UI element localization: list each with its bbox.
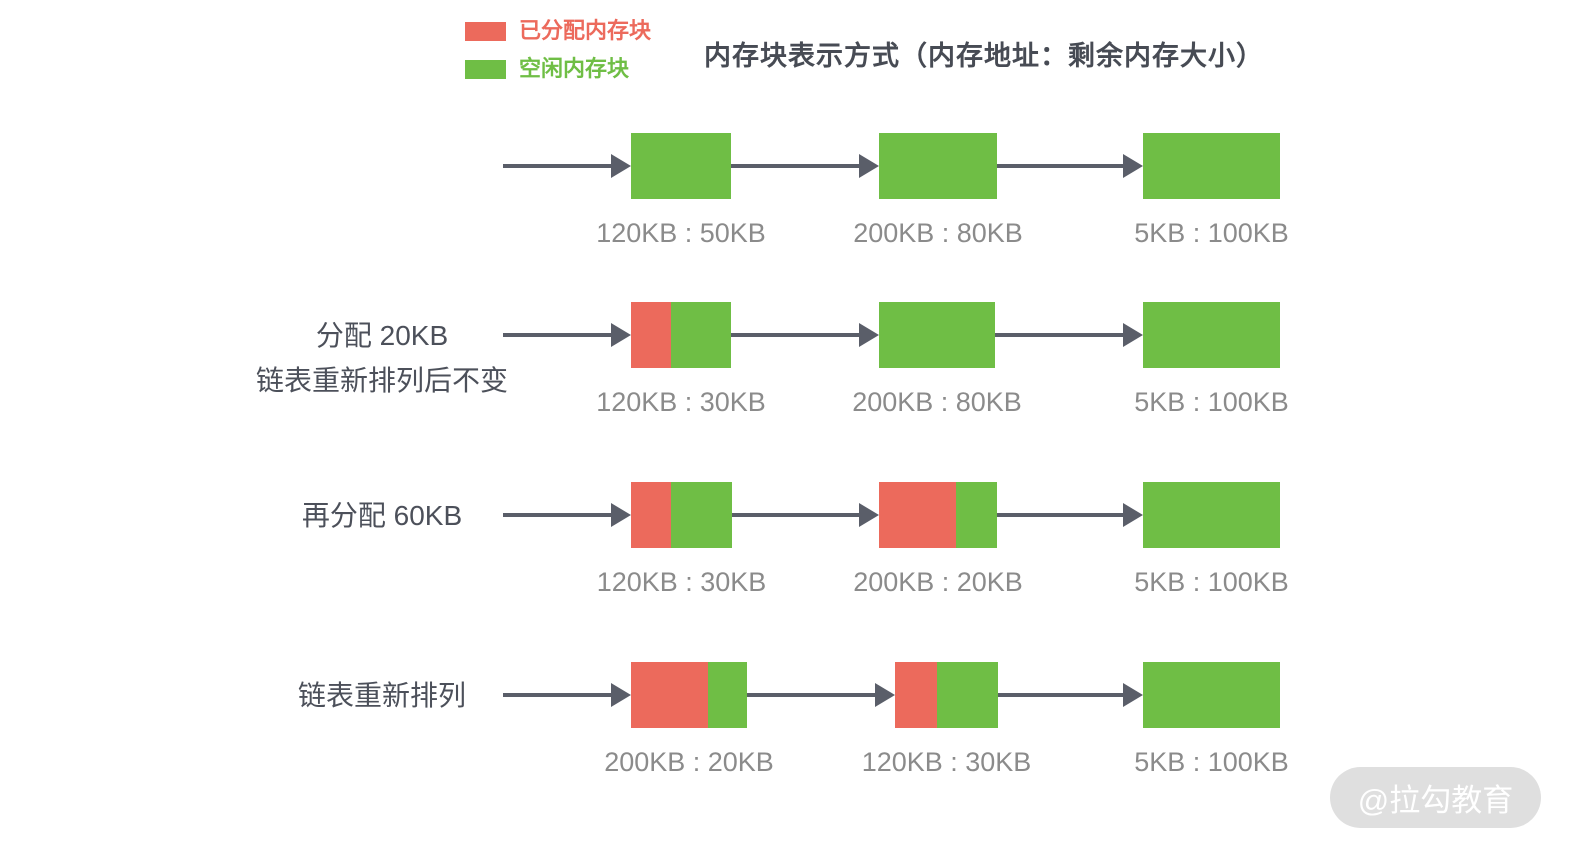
arrowhead-icon bbox=[1123, 154, 1143, 178]
memory-block bbox=[895, 662, 998, 728]
block-segment-free bbox=[1143, 302, 1280, 368]
block-segment-allocated bbox=[895, 662, 938, 728]
block-segment-free bbox=[671, 302, 731, 368]
link-arrow bbox=[503, 683, 631, 707]
arrowhead-icon bbox=[875, 683, 895, 707]
diagram-title: 内存块表示方式（内存地址：剩余内存大小） bbox=[704, 41, 1264, 71]
row-label: 链表重新排列 bbox=[252, 673, 512, 718]
arrowhead-icon bbox=[859, 323, 879, 347]
link-arrow bbox=[747, 683, 895, 707]
block-label: 120KB : 30KB bbox=[861, 747, 1032, 777]
block-label: 200KB : 20KB bbox=[853, 567, 1023, 597]
link-arrow bbox=[998, 683, 1143, 707]
block-label: 120KB : 50KB bbox=[596, 218, 766, 248]
watermark-text: @拉勾教育 bbox=[1357, 783, 1514, 818]
link-arrow bbox=[731, 154, 879, 178]
memory-block bbox=[1143, 133, 1280, 199]
legend-item-free: 空闲内存块 bbox=[465, 58, 629, 80]
block-label: 5KB : 100KB bbox=[1134, 747, 1289, 777]
block-segment-free bbox=[879, 133, 997, 199]
link-arrow bbox=[503, 154, 631, 178]
link-arrow bbox=[997, 503, 1143, 527]
memory-block bbox=[879, 133, 997, 199]
link-arrow bbox=[503, 323, 631, 347]
block-segment-free bbox=[879, 302, 995, 368]
block-segment-free bbox=[707, 662, 747, 728]
arrowhead-icon bbox=[611, 323, 631, 347]
link-arrow bbox=[997, 154, 1143, 178]
block-segment-free bbox=[955, 482, 997, 548]
arrowhead-icon bbox=[611, 503, 631, 527]
watermark-badge: @拉勾教育 bbox=[1330, 767, 1541, 828]
row-label-line: 链表重新排列后不变 bbox=[255, 365, 508, 396]
link-arrow bbox=[503, 503, 631, 527]
block-segment-free bbox=[1143, 662, 1280, 728]
row-label: 再分配 60KB bbox=[252, 493, 512, 538]
arrowhead-icon bbox=[859, 503, 879, 527]
block-segment-allocated bbox=[631, 482, 672, 548]
link-arrow bbox=[732, 503, 879, 527]
arrowhead-icon bbox=[1123, 503, 1143, 527]
block-label: 120KB : 30KB bbox=[596, 387, 766, 417]
block-segment-allocated bbox=[879, 482, 956, 548]
arrowhead-icon bbox=[611, 683, 631, 707]
block-segment-free bbox=[631, 133, 731, 199]
block-label: 5KB : 100KB bbox=[1134, 387, 1289, 417]
arrowhead-icon bbox=[1123, 323, 1143, 347]
memory-block bbox=[1143, 302, 1280, 368]
link-arrow bbox=[731, 323, 879, 347]
legend-item-allocated: 已分配内存块 bbox=[465, 20, 651, 42]
memory-block bbox=[631, 482, 732, 548]
memory-block bbox=[631, 133, 731, 199]
block-label: 200KB : 20KB bbox=[604, 747, 774, 777]
row-label-line: 链表重新排列 bbox=[297, 680, 466, 711]
block-label: 5KB : 100KB bbox=[1134, 218, 1289, 248]
free-color-swatch bbox=[465, 59, 506, 79]
row-label-line: 再分配 60KB bbox=[301, 500, 463, 531]
memory-block bbox=[1143, 662, 1280, 728]
block-segment-allocated bbox=[631, 662, 708, 728]
allocated-color-swatch bbox=[465, 21, 506, 41]
arrowhead-icon bbox=[859, 154, 879, 178]
block-segment-allocated bbox=[631, 302, 671, 368]
block-label: 5KB : 100KB bbox=[1134, 567, 1289, 597]
block-label: 200KB : 80KB bbox=[852, 387, 1022, 417]
link-arrow bbox=[995, 323, 1143, 347]
block-segment-free bbox=[1143, 482, 1280, 548]
row-label: 分配 20KB 链表重新排列后不变 bbox=[252, 313, 512, 403]
memory-block bbox=[631, 302, 731, 368]
memory-block bbox=[1143, 482, 1280, 548]
block-label: 200KB : 80KB bbox=[853, 218, 1023, 248]
memory-block bbox=[879, 482, 997, 548]
block-segment-free bbox=[937, 662, 998, 728]
legend-label-allocated: 已分配内存块 bbox=[519, 18, 652, 43]
memory-block bbox=[631, 662, 747, 728]
block-label: 120KB : 30KB bbox=[596, 567, 767, 597]
block-segment-free bbox=[671, 482, 732, 548]
row-label-line: 分配 20KB bbox=[315, 320, 449, 351]
memory-block bbox=[879, 302, 995, 368]
arrowhead-icon bbox=[1123, 683, 1143, 707]
legend-label-free: 空闲内存块 bbox=[519, 56, 630, 81]
arrowhead-icon bbox=[611, 154, 631, 178]
block-segment-free bbox=[1143, 133, 1280, 199]
